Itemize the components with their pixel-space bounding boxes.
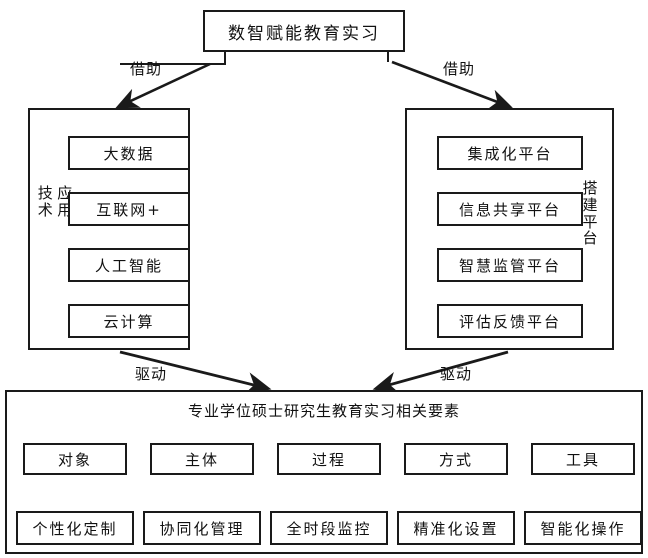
tech-item-1: 互联网+ xyxy=(68,192,190,226)
platform-label-c0: 搭 xyxy=(582,179,598,197)
tech-item-0: 大数据 xyxy=(68,136,190,170)
edge-label-to-platform: 借助 xyxy=(443,60,476,78)
element-box-2: 过程 xyxy=(277,443,381,475)
platform-item-2: 智慧监管平台 xyxy=(437,248,583,282)
tech-item-3: 云计算 xyxy=(68,304,190,338)
root-title-box: 数智赋能教育实习 xyxy=(203,10,405,52)
platform-item-0: 集成化平台 xyxy=(437,136,583,170)
element-box-1: 主体 xyxy=(150,443,254,475)
element-box-4: 工具 xyxy=(531,443,635,475)
tech-application-vertical-label: 技术 应用 xyxy=(36,185,74,219)
platform-item-3: 评估反馈平台 xyxy=(437,304,583,338)
edge-label-to-tech: 借助 xyxy=(130,60,163,78)
outcome-box-4: 智能化操作 xyxy=(524,511,642,545)
bottom-panel-title: 专业学位硕士研究生教育实习相关要素 xyxy=(187,402,460,420)
platform-label-c1: 建 xyxy=(582,195,598,214)
element-box-0: 对象 xyxy=(23,443,127,475)
platform-item-1: 信息共享平台 xyxy=(437,192,583,226)
platform-build-vertical-label: 搭 建 平 台 xyxy=(580,180,600,247)
edge-label-platform-drive: 驱动 xyxy=(440,365,473,383)
outcome-box-3: 精准化设置 xyxy=(397,511,515,545)
element-box-3: 方式 xyxy=(404,443,508,475)
outcome-box-0: 个性化定制 xyxy=(16,511,134,545)
outcome-box-2: 全时段监控 xyxy=(270,511,388,545)
tech-label-col1: 技术 xyxy=(37,184,53,219)
platform-label-c3: 台 xyxy=(582,229,598,248)
platform-label-c2: 平 xyxy=(582,212,598,231)
edge-label-tech-drive: 驱动 xyxy=(135,365,168,383)
tech-item-2: 人工智能 xyxy=(68,248,190,282)
outcome-box-1: 协同化管理 xyxy=(143,511,261,545)
